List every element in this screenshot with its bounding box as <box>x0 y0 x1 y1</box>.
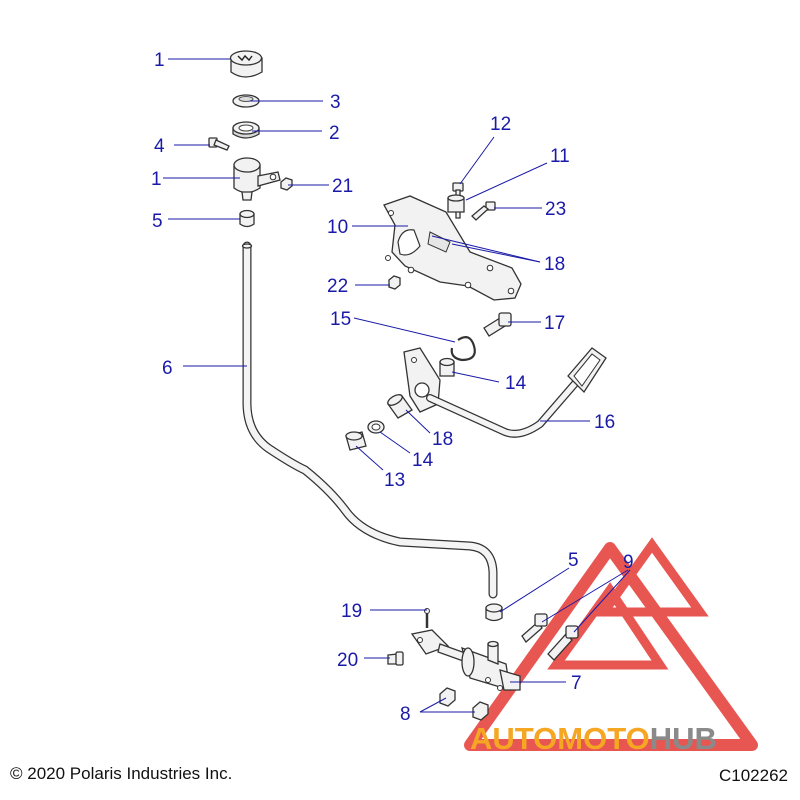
mounting-bolts-9 <box>521 613 579 661</box>
bolt-17 <box>483 312 512 337</box>
clutch-pedal <box>403 347 607 438</box>
callout-10: 10 <box>327 217 348 238</box>
callout-23: 23 <box>545 199 566 220</box>
bolt-23 <box>471 201 496 221</box>
callout-22: 22 <box>327 276 348 297</box>
leader-lines <box>163 58 631 713</box>
spacer-11 <box>447 194 465 213</box>
reservoir-cap <box>229 50 263 78</box>
callout-21: 21 <box>332 176 353 197</box>
callout-7: 7 <box>571 673 582 694</box>
seal-ring <box>232 121 260 139</box>
watermark-triangle-outer <box>464 542 758 751</box>
watermark-triangle-inner <box>595 537 709 617</box>
callout-2: 2 <box>329 123 340 144</box>
callout-8: 8 <box>400 704 411 725</box>
clutch-hose <box>241 241 498 599</box>
bushing-18 <box>387 394 413 419</box>
hose-clamp-upper <box>239 209 255 228</box>
callout-6: 6 <box>162 358 173 379</box>
callout-17: 17 <box>544 313 565 334</box>
callout-14-lower: 14 <box>412 450 434 471</box>
bolt-4 <box>208 137 230 151</box>
watermark-text-part2: HUB <box>650 721 717 756</box>
hose-clamp-lower <box>485 603 503 622</box>
callout-20: 20 <box>337 650 358 671</box>
callout-12: 12 <box>490 114 511 135</box>
callout-19: 19 <box>341 601 362 622</box>
nut-22 <box>388 275 401 290</box>
copyright-notice: © 2020 Polaris Industries Inc. <box>10 764 233 783</box>
bolt-20 <box>387 651 404 666</box>
callout-1-cap: 1 <box>154 50 165 71</box>
callout-16: 16 <box>594 412 615 433</box>
watermark-text: AUTOMOTOHUB <box>470 721 717 756</box>
callout-9: 9 <box>623 552 634 573</box>
nuts-8 <box>439 687 489 721</box>
callout-15: 15 <box>330 309 351 330</box>
callout-1-body: 1 <box>151 169 162 190</box>
bushing-13 <box>345 431 367 451</box>
watermark-logo <box>464 537 758 751</box>
callout-18-upper: 18 <box>544 254 565 275</box>
spring-clip <box>450 336 476 362</box>
master-cylinder <box>410 629 521 691</box>
callout-18-lower: 18 <box>432 429 453 450</box>
nut-21 <box>280 177 293 191</box>
callout-13: 13 <box>384 470 405 491</box>
callout-4: 4 <box>154 136 165 157</box>
cotter-pin <box>424 608 430 628</box>
washer-14-lower <box>367 420 385 434</box>
callout-5-lower: 5 <box>568 550 579 571</box>
callout-5-upper: 5 <box>152 211 163 232</box>
reservoir-body <box>233 157 281 201</box>
callout-labels: 1 3 2 4 1 21 5 12 11 23 10 18 22 15 17 6… <box>151 50 634 725</box>
watermark-triangle-mid <box>547 582 669 670</box>
watermark-text-part1: AUTOMOTO <box>470 721 650 756</box>
callout-11: 11 <box>550 146 570 167</box>
bushing-14-upper <box>439 357 455 377</box>
callout-14-upper: 14 <box>505 373 527 394</box>
callout-3: 3 <box>330 92 341 113</box>
figure-code: C102262 <box>718 766 788 785</box>
